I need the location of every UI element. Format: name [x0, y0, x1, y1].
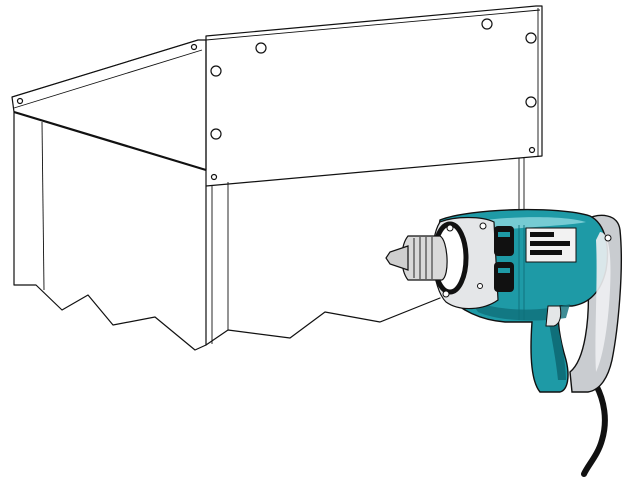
panel-top-inner-edge: [13, 49, 203, 109]
drill-screw: [446, 224, 454, 232]
drill-screw: [604, 234, 612, 242]
drill-vent-slot: [494, 262, 514, 292]
drill-vent-slot: [494, 226, 514, 256]
drill-screw: [442, 290, 450, 298]
drill-screw: [477, 283, 483, 289]
drill-chuck: [401, 235, 448, 281]
mounting-hole: [525, 32, 537, 44]
mounting-hole: [210, 128, 222, 140]
drill-handle-grip-panel: [548, 316, 566, 380]
drill-power-cord: [581, 382, 608, 477]
drill-label-bar: [530, 250, 562, 255]
mounting-hole: [525, 96, 537, 108]
panel-top-edge-fold: [11, 39, 199, 98]
drill-vent-highlight: [498, 232, 510, 237]
drill-label-bar: [530, 232, 554, 237]
drill-label-bar: [530, 241, 570, 246]
drill-body-shadow: [470, 300, 570, 321]
mounting-hole: [210, 173, 218, 181]
mounting-hole: [16, 97, 24, 105]
panel-left-inner-line: [41, 121, 45, 291]
drill-bit-tip: [385, 245, 409, 271]
drill-handle-highlight: [595, 232, 611, 372]
mounting-hole: [210, 65, 222, 77]
panel-bottom-dark-edge: [13, 110, 207, 172]
mounting-hole: [255, 42, 267, 54]
panel-right-wall: [205, 297, 441, 346]
mounting-hole: [190, 43, 198, 51]
sheet-metal-panel: [11, 5, 543, 351]
drill-trigger: [545, 305, 562, 327]
panel-top-cover: [11, 39, 207, 171]
power-drill-icon: [385, 208, 622, 477]
drill-screw: [479, 222, 487, 230]
mounting-hole: [528, 146, 536, 154]
mounting-hole: [481, 18, 493, 30]
drill-vent-highlight: [498, 268, 510, 273]
panel-front-plate: [205, 5, 543, 187]
panel-left-wall: [13, 111, 207, 351]
panel-front-top-edge: [205, 9, 541, 41]
